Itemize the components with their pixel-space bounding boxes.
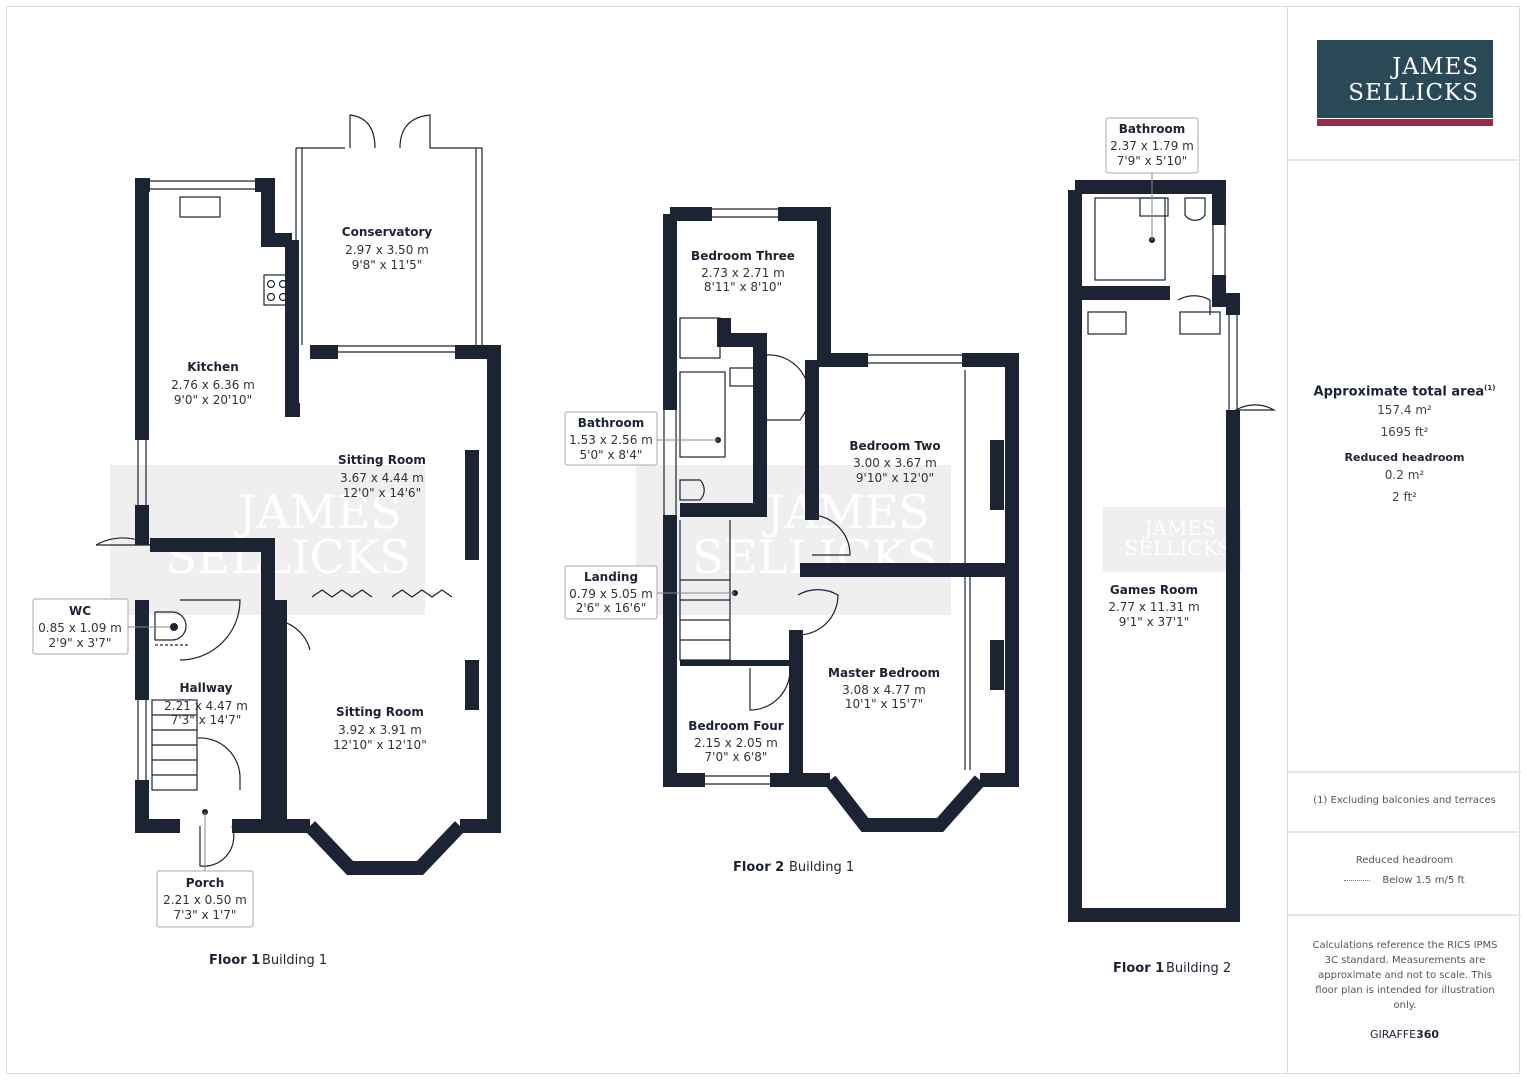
svg-text:Kitchen: Kitchen	[187, 360, 239, 374]
room-bedroom-four: Bedroom Four 2.15 x 2.05 m7'0" x 6'8"	[688, 719, 783, 764]
room-kitchen: Kitchen 2.76 x 6.36 m9'0" x 20'10"	[171, 360, 255, 407]
total-area-section: Approximate total area(1) 157.4 m² 1695 …	[1313, 384, 1496, 505]
svg-text:9'0" x 20'10": 9'0" x 20'10"	[174, 393, 252, 407]
footnote: (1) Excluding balconies and terraces	[1313, 795, 1496, 806]
svg-text:Floor 1: Floor 1	[1113, 961, 1164, 976]
room-labels: Conservatory 2.97 x 3.50 m9'8" x 11'5" Ki…	[38, 122, 1199, 922]
svg-text:9'8" x 11'5": 9'8" x 11'5"	[352, 258, 423, 272]
svg-text:9'10" x 12'0": 9'10" x 12'0"	[856, 471, 934, 485]
svg-text:Building 2: Building 2	[1166, 961, 1231, 976]
svg-text:2.21 x 4.47 m: 2.21 x 4.47 m	[164, 699, 248, 713]
svg-text:2.73 x 2.71 m: 2.73 x 2.71 m	[701, 266, 785, 280]
walls-building2	[1068, 180, 1240, 922]
svg-text:2.77 x 11.31 m: 2.77 x 11.31 m	[1108, 600, 1199, 614]
svg-text:2.97 x 3.50 m: 2.97 x 3.50 m	[345, 243, 429, 257]
room-conservatory: Conservatory 2.97 x 3.50 m9'8" x 11'5"	[342, 225, 433, 272]
svg-text:Sitting Room: Sitting Room	[336, 705, 424, 719]
svg-text:Games Room: Games Room	[1110, 583, 1198, 597]
room-sitting-room-2: Sitting Room 3.92 x 3.91 m12'10" x 12'10"	[333, 705, 426, 752]
svg-text:12'10" x 12'10": 12'10" x 12'10"	[333, 738, 426, 752]
svg-text:Floor 1: Floor 1	[209, 953, 260, 968]
room-hallway: Hallway 2.21 x 4.47 m7'3" x 14'7"	[164, 681, 248, 727]
room-wc: WC 0.85 x 1.09 m2'9" x 3'7"	[38, 604, 122, 650]
svg-text:2.21 x 0.50 m: 2.21 x 0.50 m	[163, 893, 247, 907]
svg-text:Porch: Porch	[186, 876, 225, 890]
svg-text:Bedroom Four: Bedroom Four	[688, 719, 783, 733]
windows-floor1-building1	[95, 114, 483, 867]
svg-text:12'0" x 14'6": 12'0" x 14'6"	[343, 486, 421, 500]
svg-text:Bedroom Three: Bedroom Three	[691, 249, 795, 263]
windows-building2	[1087, 197, 1277, 765]
room-bedroom-two: Bedroom Two 3.00 x 3.67 m9'10" x 12'0"	[849, 439, 940, 485]
disclaimer: Calculations reference the RICS IPMS 3C …	[1312, 940, 1498, 1011]
svg-text:0.85 x 1.09 m: 0.85 x 1.09 m	[38, 621, 122, 635]
svg-text:8'11" x 8'10": 8'11" x 8'10"	[704, 280, 782, 294]
svg-text:Bathroom: Bathroom	[1119, 122, 1185, 136]
headroom-legend: Reduced headroom Below 1.5 m/5 ft	[1288, 855, 1521, 886]
info-panel: JAMES SELLICKS Approximate total area(1)…	[1287, 6, 1521, 1074]
svg-text:JAMES: JAMES	[234, 485, 402, 539]
walls-floor1-building1	[135, 178, 501, 875]
svg-text:JAMES: JAMES	[1142, 516, 1215, 540]
floor-label-floor2-building1: Floor 2 Building 1	[733, 860, 854, 875]
svg-text:Building 1: Building 1	[789, 860, 854, 875]
svg-text:Hallway: Hallway	[179, 681, 232, 695]
page-frame	[6, 6, 1520, 1074]
svg-text:5'0" x 8'4": 5'0" x 8'4"	[580, 448, 643, 462]
windows-floor2-building1	[663, 208, 971, 785]
svg-text:2'9" x 3'7": 2'9" x 3'7"	[49, 636, 112, 650]
room-bathroom-floor2: Bathroom 1.53 x 2.56 m5'0" x 8'4"	[569, 416, 653, 462]
svg-text:Floor 2: Floor 2	[733, 860, 784, 875]
room-porch: Porch 2.21 x 0.50 m7'3" x 1'7"	[163, 876, 247, 922]
svg-text:2.76 x 6.36 m: 2.76 x 6.36 m	[171, 378, 255, 392]
svg-text:Building 1: Building 1	[262, 953, 327, 968]
callout-leaders	[128, 173, 1153, 871]
svg-text:Bathroom: Bathroom	[578, 416, 644, 430]
svg-text:3.08 x 4.77 m: 3.08 x 4.77 m	[842, 683, 926, 697]
svg-text:Landing: Landing	[584, 570, 638, 584]
callout-boxes	[32, 117, 1199, 928]
svg-text:Master Bedroom: Master Bedroom	[828, 666, 940, 680]
svg-text:JAMES: JAMES	[762, 485, 930, 539]
svg-text:7'9" x 5'10": 7'9" x 5'10"	[1117, 154, 1188, 168]
svg-text:7'3" x 14'7": 7'3" x 14'7"	[171, 713, 242, 727]
svg-text:9'1" x 37'1": 9'1" x 37'1"	[1119, 615, 1190, 629]
svg-text:3.00 x 3.67 m: 3.00 x 3.67 m	[853, 456, 937, 470]
svg-text:2.37 x 1.79 m: 2.37 x 1.79 m	[1110, 139, 1194, 153]
giraffe360-credit: GIRAFFE360	[1369, 1028, 1440, 1041]
room-bathroom-building2: Bathroom 2.37 x 1.79 m7'9" x 5'10"	[1110, 122, 1194, 168]
brand-logo: JAMES SELLICKS	[1317, 40, 1493, 126]
room-master-bedroom: Master Bedroom 3.08 x 4.77 m10'1" x 15'7"	[828, 666, 940, 711]
walls-floor2-building1	[663, 207, 1019, 832]
svg-text:7'3" x 1'7": 7'3" x 1'7"	[174, 908, 237, 922]
svg-text:2.15 x 2.05 m: 2.15 x 2.05 m	[694, 736, 778, 750]
svg-text:Sitting Room: Sitting Room	[338, 453, 426, 467]
svg-text:1.53 x 2.56 m: 1.53 x 2.56 m	[569, 433, 653, 447]
floor-plan-drawing: JAMES SELLICKS JAMES SELLICKS JAMES SELL…	[32, 114, 1277, 976]
svg-text:0.79 x 5.05 m: 0.79 x 5.05 m	[569, 587, 653, 601]
svg-text:7'0" x 6'8": 7'0" x 6'8"	[705, 750, 768, 764]
room-landing: Landing 0.79 x 5.05 m2'6" x 16'6"	[569, 570, 653, 615]
svg-text:10'1" x 15'7": 10'1" x 15'7"	[845, 697, 923, 711]
svg-text:Conservatory: Conservatory	[342, 225, 433, 239]
svg-text:3.92 x 3.91 m: 3.92 x 3.91 m	[338, 723, 422, 737]
room-sitting-room-1: Sitting Room 3.67 x 4.44 m12'0" x 14'6"	[338, 453, 426, 500]
svg-text:Bedroom Two: Bedroom Two	[849, 439, 940, 453]
svg-text:3.67 x 4.44 m: 3.67 x 4.44 m	[340, 471, 424, 485]
room-bedroom-three: Bedroom Three 2.73 x 2.71 m8'11" x 8'10"	[691, 249, 795, 294]
svg-text:SELLICKS: SELLICKS	[1125, 536, 1232, 560]
svg-text:2'6" x 16'6": 2'6" x 16'6"	[576, 601, 647, 615]
room-games-room: Games Room 2.77 x 11.31 m9'1" x 37'1"	[1108, 583, 1199, 629]
svg-text:WC: WC	[69, 604, 91, 618]
